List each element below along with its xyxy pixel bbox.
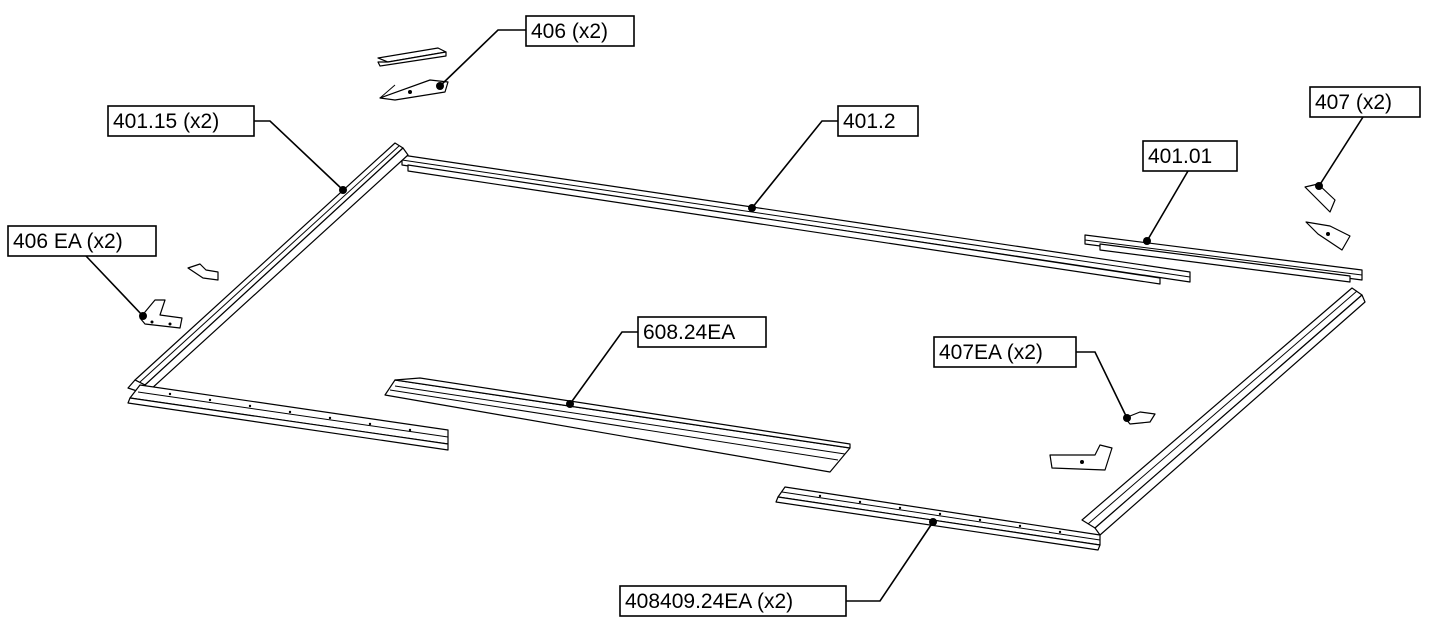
callout-406: 406 (x2) (436, 15, 635, 90)
callout-608-label: 608.24EA (643, 321, 735, 344)
callout-408409: 408409.24EA (x2) (619, 518, 937, 617)
part-406-brackets (377, 47, 449, 101)
callout-407ea-label: 407EA (x2) (939, 341, 1043, 364)
callout-401-15-label: 401.15 (x2) (113, 110, 219, 133)
part-406ea-brackets (139, 263, 219, 329)
part-left-bottom-channel (127, 384, 449, 451)
callout-401-01-label: 401.01 (1148, 145, 1212, 168)
part-407ea-brackets (1049, 411, 1156, 471)
part-408409-24ea-bottom-channel (775, 486, 1101, 551)
callout-406-label: 406 (x2) (531, 20, 608, 43)
part-401-2-top-rail (399, 149, 1191, 285)
part-407-brackets (1304, 183, 1351, 251)
callout-401-2-label: 401.2 (843, 110, 896, 133)
callout-407ea: 407EA (x2) (933, 336, 1131, 422)
callout-407-label: 407 (x2) (1315, 91, 1392, 114)
callout-401-15: 401.15 (x2) (107, 105, 347, 194)
callout-401-2: 401.2 (748, 105, 919, 212)
callout-608: 608.24EA (566, 316, 767, 408)
callout-401-01: 401.01 (1142, 140, 1238, 245)
part-608-24ea-center-channel (384, 377, 851, 473)
callout-406ea: 406 EA (x2) (7, 225, 157, 320)
part-401-15-left-rail (127, 142, 409, 393)
callout-406ea-label: 406 EA (x2) (13, 230, 123, 253)
part-right-diagonal-rail (1081, 287, 1366, 536)
left-channel-holes (168, 392, 412, 432)
callout-407: 407 (x2) (1309, 86, 1421, 190)
callout-408409-label: 408409.24EA (x2) (625, 590, 793, 613)
part-401-01-short-rail (1084, 234, 1363, 283)
bottom-channel-holes (818, 494, 1062, 534)
